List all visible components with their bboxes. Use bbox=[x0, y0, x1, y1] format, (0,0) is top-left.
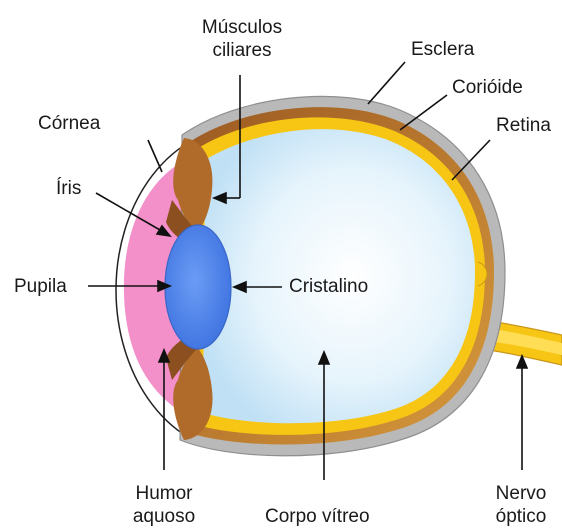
label-musculos-ciliares-line2: ciliares bbox=[198, 39, 286, 62]
label-cristalino: Cristalino bbox=[289, 275, 368, 298]
label-musculos-ciliares-line1: Músculos bbox=[198, 16, 286, 39]
label-nervo-optico-line2: óptico bbox=[480, 505, 562, 528]
label-humor-aquoso-line1: Humor bbox=[120, 482, 208, 505]
lens bbox=[165, 225, 231, 349]
label-humor-aquoso: Humor aquoso bbox=[120, 482, 208, 528]
label-nervo-optico-line1: Nervo bbox=[480, 482, 562, 505]
label-cornea: Córnea bbox=[38, 112, 100, 135]
label-iris: Íris bbox=[56, 177, 81, 200]
label-corpo-vitreo: Corpo vítreo bbox=[265, 505, 370, 528]
label-humor-aquoso-line2: aquoso bbox=[120, 505, 208, 528]
arrowhead bbox=[517, 356, 527, 368]
label-nervo-optico: Nervo óptico bbox=[480, 482, 562, 528]
label-esclera: Esclera bbox=[411, 38, 474, 61]
label-pupila: Pupila bbox=[14, 275, 67, 298]
label-corioide: Corióide bbox=[452, 76, 523, 99]
label-retina: Retina bbox=[496, 114, 551, 137]
label-musculos-ciliares: Músculos ciliares bbox=[198, 16, 286, 62]
